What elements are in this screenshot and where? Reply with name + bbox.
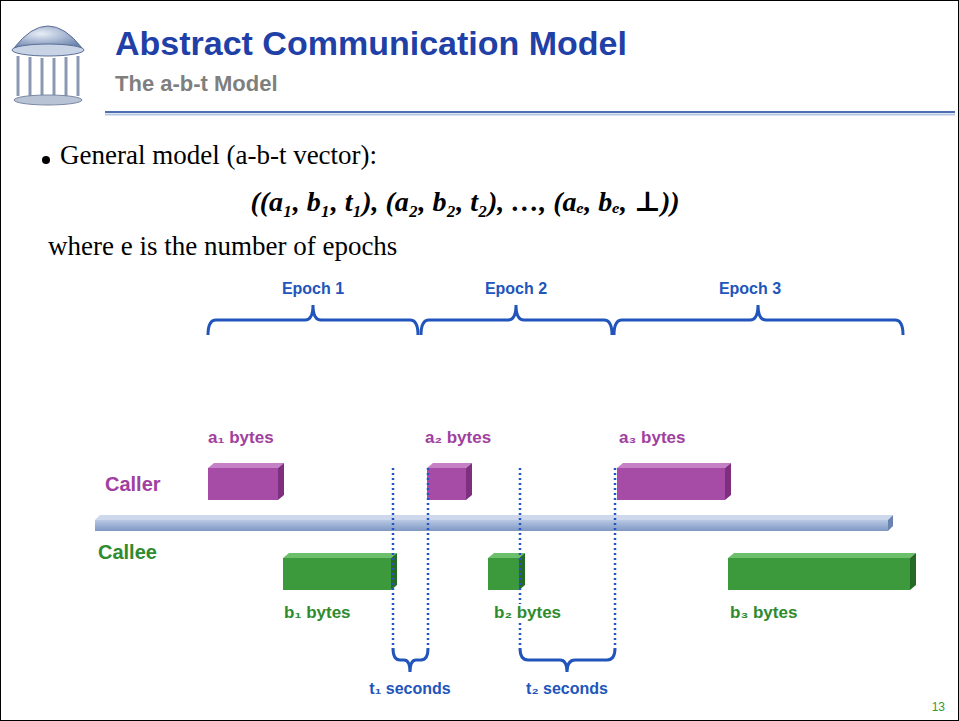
byte-label: b₂ bytes: [492, 604, 563, 622]
slide-title: Abstract Communication Model: [115, 26, 627, 62]
callee-blocks: [283, 553, 916, 590]
bullet-text: General model (a-b-t vector):: [60, 141, 377, 169]
row-label: Caller: [105, 474, 161, 495]
epoch-label: Epoch 1: [282, 281, 344, 298]
bullet-dot: [42, 156, 50, 164]
brace: [421, 305, 612, 335]
byte-label: b₃ bytes: [728, 604, 799, 622]
epoch-label: Epoch 2: [485, 281, 547, 298]
formula: ((a₁, b₁, t₁), (a₂, b₂, t₂), …, (aₑ, bₑ,…: [250, 187, 679, 216]
caller-blocks: [208, 463, 731, 500]
brace: [208, 305, 418, 335]
logo-columns: [18, 56, 78, 100]
channel-bar: [95, 515, 893, 531]
logo-base: [14, 95, 82, 105]
logo-icon: [12, 26, 84, 105]
logo-ring: [12, 44, 84, 56]
time-braces: [393, 648, 615, 672]
duration-label: t₁ seconds: [367, 681, 452, 698]
byte-label: b₁ bytes: [282, 604, 353, 622]
byte-label: a₃ bytes: [617, 429, 687, 447]
byte-label: a₂ bytes: [423, 429, 493, 447]
page-number: 13: [932, 701, 945, 714]
header-rule-shadow: [105, 114, 955, 116]
body-text: where e is the number of epochs: [48, 232, 397, 260]
epoch-label: Epoch 3: [719, 281, 781, 298]
brace: [614, 305, 903, 335]
brace: [393, 648, 428, 672]
row-label: Callee: [98, 542, 157, 563]
duration-label: t₂ seconds: [524, 681, 610, 698]
epoch-braces: [208, 305, 903, 335]
time-markers: [393, 468, 615, 648]
subtitle: The a-b-t Model: [115, 72, 278, 95]
header-rule: [105, 111, 955, 113]
byte-label: a₁ bytes: [206, 429, 276, 447]
brace: [520, 648, 615, 672]
